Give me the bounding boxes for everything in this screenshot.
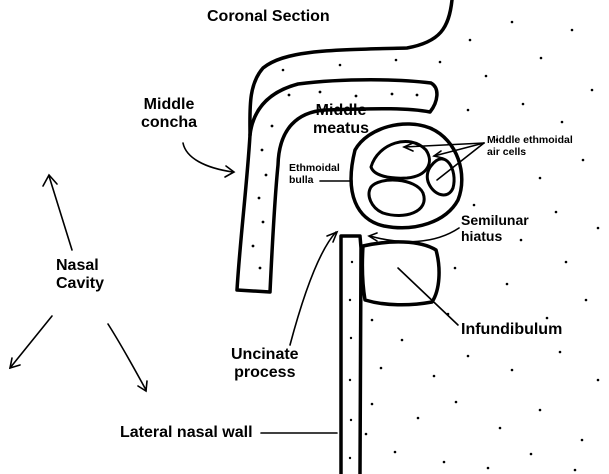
label-middle-meatus-line2: meatus (313, 119, 370, 137)
label-ethmoidal-bulla-line1: Ethmoidal (289, 162, 340, 174)
label-semilunar-hiatus-line2: hiatus (461, 227, 503, 244)
label-infundibulum: Infundibulum (461, 321, 563, 338)
air-cell-right (425, 157, 456, 197)
air-cells-pointer-a (403, 142, 485, 148)
label-ethmoidal-bulla: Ethmoidal bulla (289, 162, 340, 187)
label-nasal-cavity-line1: Nasal (56, 257, 99, 274)
nasal-cavity-arrow-down-left (9, 315, 53, 369)
lateral-wall-outline (248, 0, 454, 137)
label-semilunar-hiatus: Semilunar hiatus (461, 212, 529, 244)
middle-concha-outline (235, 78, 439, 294)
label-middle-meatus: Middle meatus (313, 102, 369, 138)
infundibulum-pointer (397, 267, 459, 326)
label-uncinate-process-line2: process (234, 363, 296, 381)
label-air-cells: Middle ethmoidal air cells (487, 134, 573, 159)
stipple-texture (251, 20, 600, 472)
concha-pointer (182, 142, 234, 173)
air-cells-pointer-b (433, 142, 485, 157)
nasal-cavity-arrow-up (48, 175, 73, 251)
label-ethmoidal-bulla-line2: bulla (289, 173, 314, 186)
air-cell-top (369, 140, 431, 180)
label-air-cells-line2: air cells (487, 145, 527, 158)
label-semilunar-hiatus-line1: Semilunar (461, 212, 529, 228)
hiatus-pointer (369, 227, 460, 243)
label-lateral-nasal-wall: Lateral nasal wall (120, 424, 253, 441)
label-middle-concha: Middle concha (141, 96, 197, 132)
label-middle-concha-line1: Middle (143, 96, 195, 113)
air-cells-pointer-c (436, 142, 485, 181)
label-nasal-cavity: Nasal Cavity (56, 257, 104, 293)
nasal-cavity-arrow-down-right (107, 323, 147, 391)
label-nasal-cavity-line2: Cavity (56, 274, 105, 292)
air-cell-bottom (367, 178, 426, 217)
label-middle-meatus-line1: Middle (315, 102, 367, 119)
infundibulum-outline (360, 240, 441, 307)
uncinate-process-outline (339, 234, 363, 474)
label-uncinate-process: Uncinate process (231, 346, 299, 382)
diagram-title: Coronal Section (207, 8, 330, 25)
uncinate-pointer (289, 231, 337, 346)
ethmoidal-bulla-outline (349, 122, 464, 230)
label-uncinate-process-line1: Uncinate (231, 346, 299, 363)
label-air-cells-line1: Middle ethmoidal (487, 134, 573, 146)
label-middle-concha-line2: concha (141, 113, 198, 131)
